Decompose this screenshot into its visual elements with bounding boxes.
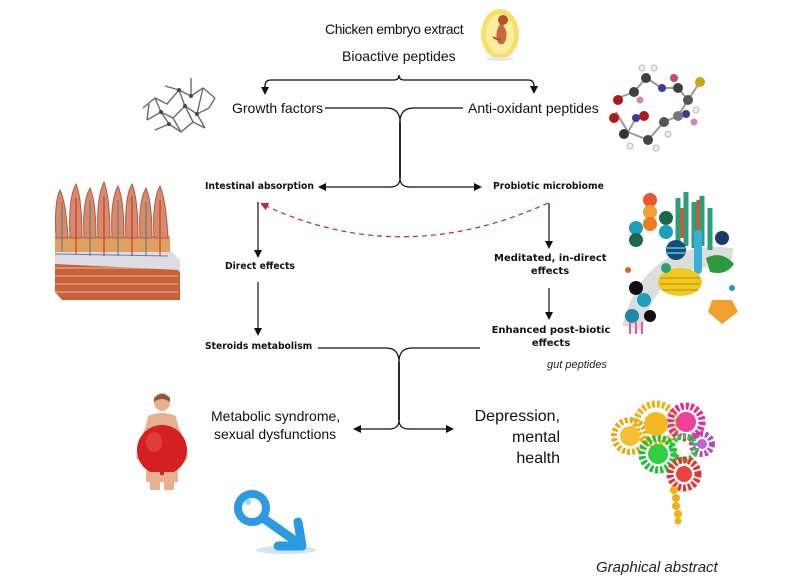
postbiotic-line-1: Enhanced post-biotic — [491, 325, 611, 336]
mediated-effects-label: Meditated, in-direct effects — [494, 253, 607, 277]
bioactive-peptides-label: Bioactive peptides — [342, 48, 456, 64]
growth-factors-label: Growth factors — [232, 100, 324, 116]
to-depression-arrow — [398, 419, 454, 433]
antioxidant-connector — [399, 107, 463, 123]
graphical-abstract-caption: Graphical abstract — [596, 559, 718, 576]
metabolic-line-1: Metabolic syndrome, — [211, 408, 341, 424]
postbiotic-line-2: effects — [531, 338, 571, 349]
male-symbol-icon — [228, 488, 322, 556]
to-probiotic-arrow — [399, 177, 482, 191]
gut-peptides-label: gut peptides — [547, 359, 607, 371]
top-brace-connector — [264, 74, 538, 94]
depression-mental-health-label: Depression, mental health — [470, 406, 560, 469]
postbiotic-effects-label: Enhanced post-biotic effects — [490, 325, 612, 349]
antioxidant-peptides-label: Anti-oxidant peptides — [468, 100, 599, 116]
microbiome-illustration-icon — [622, 188, 742, 338]
to-metabolic-arrow — [353, 419, 400, 433]
steroids-connector — [318, 347, 400, 363]
to-intestinal-arrow — [318, 177, 401, 191]
direct-effects-label: Direct effects — [225, 261, 295, 272]
metabolic-line-2: sexual dysfunctions — [214, 426, 337, 442]
intestine-villi-icon — [50, 172, 185, 307]
depression-line-1: Depression, — [474, 408, 560, 425]
mediated-line-1: Meditated, in-direct — [494, 253, 607, 264]
metabolic-syndrome-label: Metabolic syndrome, sexual dysfunctions — [211, 408, 340, 442]
egg-embryo-icon — [476, 3, 524, 63]
probiotic-microbiome-label: Probiotic microbiome — [493, 181, 604, 192]
obese-person-icon — [128, 392, 196, 492]
protein-molecule-icon — [135, 68, 225, 143]
depression-line-3: health — [516, 450, 560, 467]
steroids-metabolism-label: Steroids metabolism — [205, 341, 313, 352]
gear-brain-icon — [608, 398, 720, 526]
intestinal-absorption-label: Intestinal absorption — [205, 181, 314, 192]
feedback-dashed-arrow — [260, 202, 549, 238]
chicken-embryo-extract-label: Chicken embryo extract — [325, 21, 464, 37]
depression-line-2: mental — [511, 429, 560, 446]
postbiotic-connector — [398, 347, 480, 363]
mediated-line-2: effects — [530, 266, 570, 277]
peptide-molecule-icon — [606, 60, 706, 152]
growth-factors-connector — [325, 107, 401, 123]
